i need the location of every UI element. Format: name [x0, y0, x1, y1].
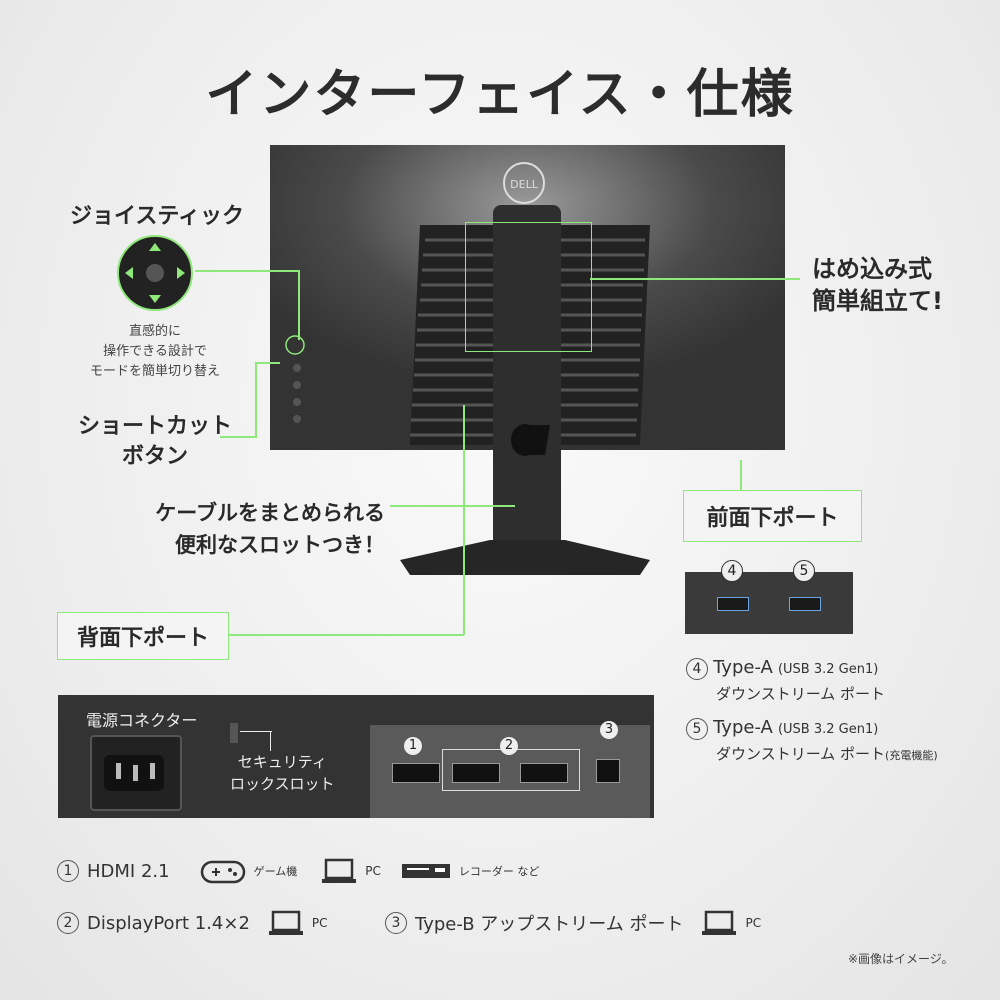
cable-text: ケーブルをまとめられる便利なスロットつき！ — [155, 501, 385, 557]
dell-logo: DELL — [510, 178, 539, 191]
shortcut-text: ショートカットボタン — [78, 414, 233, 469]
page-title: インターフェイス・仕様 — [205, 65, 795, 125]
laptop-icon — [268, 910, 303, 935]
hdmi-port — [392, 763, 440, 783]
front-port-item-5: 5 Type-A (USB 3.2 Gen1) ダウンストリーム ポート(充電機… — [686, 716, 938, 768]
recorder-icon — [401, 864, 450, 878]
power-connector — [90, 735, 182, 811]
usb-port-4 — [717, 597, 749, 611]
joystick-icon — [117, 235, 193, 311]
joystick-heading: ジョイスティック — [70, 204, 245, 229]
laptop-icon — [702, 910, 737, 935]
back-port-label: 背面下ポート — [57, 612, 229, 660]
joystick-desc: 直感的に操作できる設計でモードを簡単切り替え — [89, 324, 220, 379]
front-port-label: 前面下ポート — [683, 490, 862, 542]
dp-port-2 — [520, 763, 568, 783]
spec-row-1: 1 HDMI 2.1 ゲーム機 PC レコーダー など — [57, 856, 539, 886]
front-ports-photo: 4 5 — [685, 560, 853, 634]
gamepad-icon — [200, 860, 245, 884]
monitor-illustration: DELL — [270, 145, 785, 575]
spec-row-3: 3 Type-B アップストリーム ポート PC — [385, 908, 761, 938]
image-note: ※画像はイメージ。 — [848, 952, 954, 966]
power-label: 電源コネクター — [86, 711, 198, 730]
security-slot — [230, 723, 238, 743]
front-port-item-4: 4 Type-A (USB 3.2 Gen1) ダウンストリーム ポート — [686, 656, 885, 706]
laptop-icon — [322, 858, 357, 883]
dp-port-1 — [452, 763, 500, 783]
back-panel-photo: 電源コネクター セキュリティロックスロット 1 2 3 — [58, 695, 654, 818]
assembly-highlight — [465, 222, 592, 352]
security-label: セキュリティロックスロット — [230, 753, 335, 793]
usb-port-5 — [789, 597, 821, 611]
spec-row-2: 2 DisplayPort 1.4×2 PC — [57, 908, 328, 938]
usb-b-port — [596, 759, 620, 783]
assembly-text: はめ込み式簡単組立て! — [812, 255, 943, 315]
